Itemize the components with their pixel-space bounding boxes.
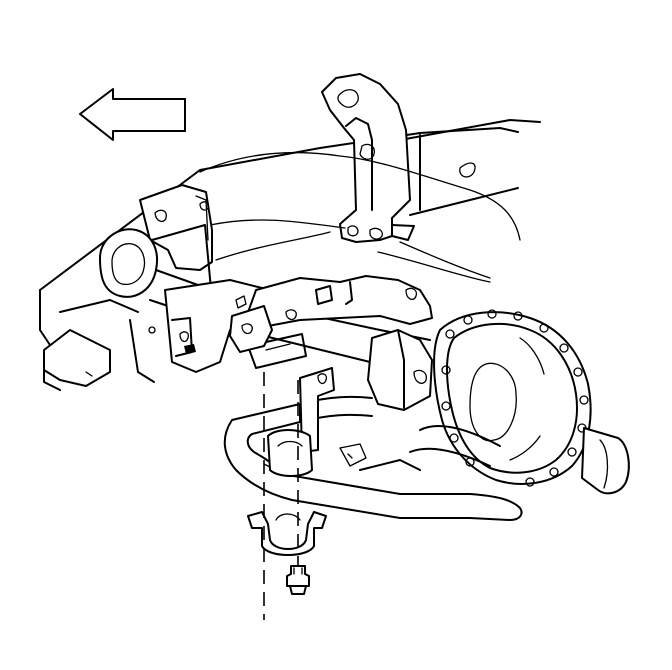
differential-pinion-housing <box>367 329 433 411</box>
spring-seat-plate <box>245 275 433 327</box>
lower-frame-segment <box>43 299 155 391</box>
direction-arrow-icon <box>79 88 186 141</box>
bracket-fasteners <box>148 295 247 354</box>
cover-bolts <box>441 309 589 487</box>
bolt-icon <box>286 565 310 595</box>
brake-line <box>199 151 521 283</box>
axle-tube-right <box>581 427 630 495</box>
differential-cover <box>433 309 592 487</box>
upper-hanger-bracket <box>321 73 415 243</box>
stabilizer-bushing <box>267 429 313 477</box>
stabilizer-clamp <box>247 511 327 556</box>
lower-control-arm <box>339 425 501 471</box>
alignment-lines <box>263 372 299 620</box>
lower-shock-mount <box>229 305 273 353</box>
axle-housing-left <box>99 184 237 301</box>
